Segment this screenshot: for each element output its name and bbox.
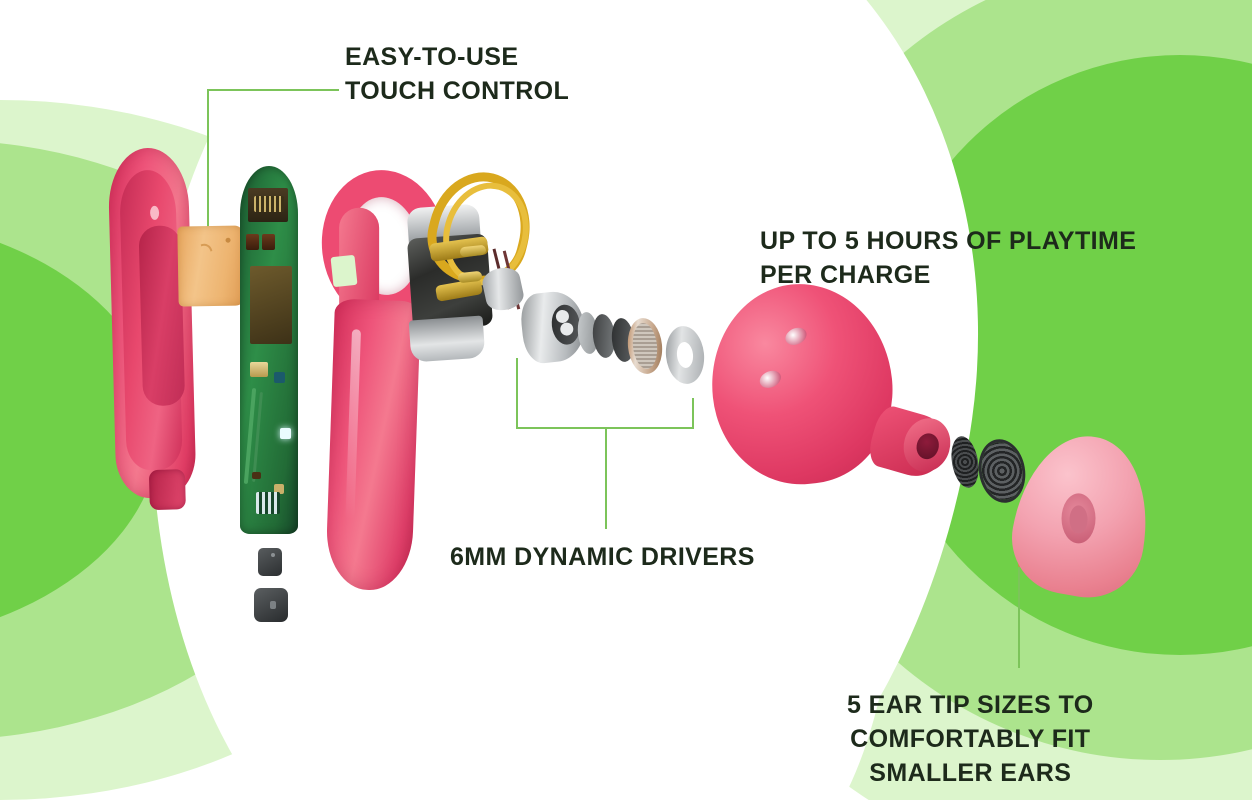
earbud-body-vent-lower	[757, 367, 784, 392]
part-touch-sensor-panel	[177, 225, 245, 307]
driver-diaphragm-surface	[630, 321, 660, 371]
leader-line-touch-vertical	[207, 89, 209, 285]
caption-dynamic-drivers: 6MM DYNAMIC DRIVERS	[450, 543, 755, 571]
driver-front-plate-aperture	[675, 341, 695, 369]
ear-tip-bore-inner	[1069, 505, 1088, 534]
front-housing-notch	[330, 254, 358, 288]
ear-tip-bore	[1061, 493, 1096, 544]
leader-line-drivers-drop	[605, 427, 607, 529]
part-circuit-board	[240, 166, 298, 534]
caption-ear-tip-sizes: 5 EAR TIP SIZES TO COMFORTABLY FIT SMALL…	[847, 691, 1094, 787]
leader-line-drivers-right-stem	[692, 398, 694, 428]
part-front-housing-stem	[324, 298, 422, 592]
pcb-resistor	[252, 472, 261, 479]
pcb-gold-pad	[250, 362, 268, 377]
driver-metal-cap-bottom	[408, 315, 486, 363]
leader-line-eartip-vertical	[1018, 567, 1020, 668]
caption-playtime: UP TO 5 HOURS OF PLAYTIME PER CHARGE	[760, 227, 1137, 289]
part-sensor-module-large	[254, 588, 288, 622]
leader-line-drivers-left-stem	[516, 358, 518, 428]
pcb-contact-fingers	[254, 196, 284, 212]
touch-panel-contact-dot	[225, 237, 231, 243]
pcb-battery-module	[250, 266, 292, 344]
caption-touch-control: EASY-TO-USE TOUCH CONTROL	[345, 43, 570, 105]
back-shell-charge-port	[148, 469, 186, 511]
back-shell-mic-hole	[149, 205, 160, 221]
pcb-round-component	[274, 484, 284, 494]
part-back-shell	[107, 147, 197, 511]
earbud-body-vent-upper	[782, 324, 810, 349]
part-sensor-module-small	[258, 548, 282, 576]
pcb-solder-pads	[256, 492, 280, 514]
pcb-led-indicator	[280, 428, 291, 439]
sensor-module-large-aperture	[270, 601, 276, 609]
pcb-capacitor-left	[246, 234, 259, 250]
pcb-capacitor-right	[262, 234, 275, 250]
leader-line-touch-horizontal	[207, 89, 339, 91]
front-housing-highlight	[345, 329, 362, 520]
sensor-module-small-aperture	[271, 553, 275, 557]
back-shell-inner-cavity	[119, 169, 186, 511]
earbud-nozzle-bore	[913, 430, 942, 462]
touch-panel-arc-detail	[186, 239, 217, 273]
pcb-square-component	[274, 372, 285, 383]
